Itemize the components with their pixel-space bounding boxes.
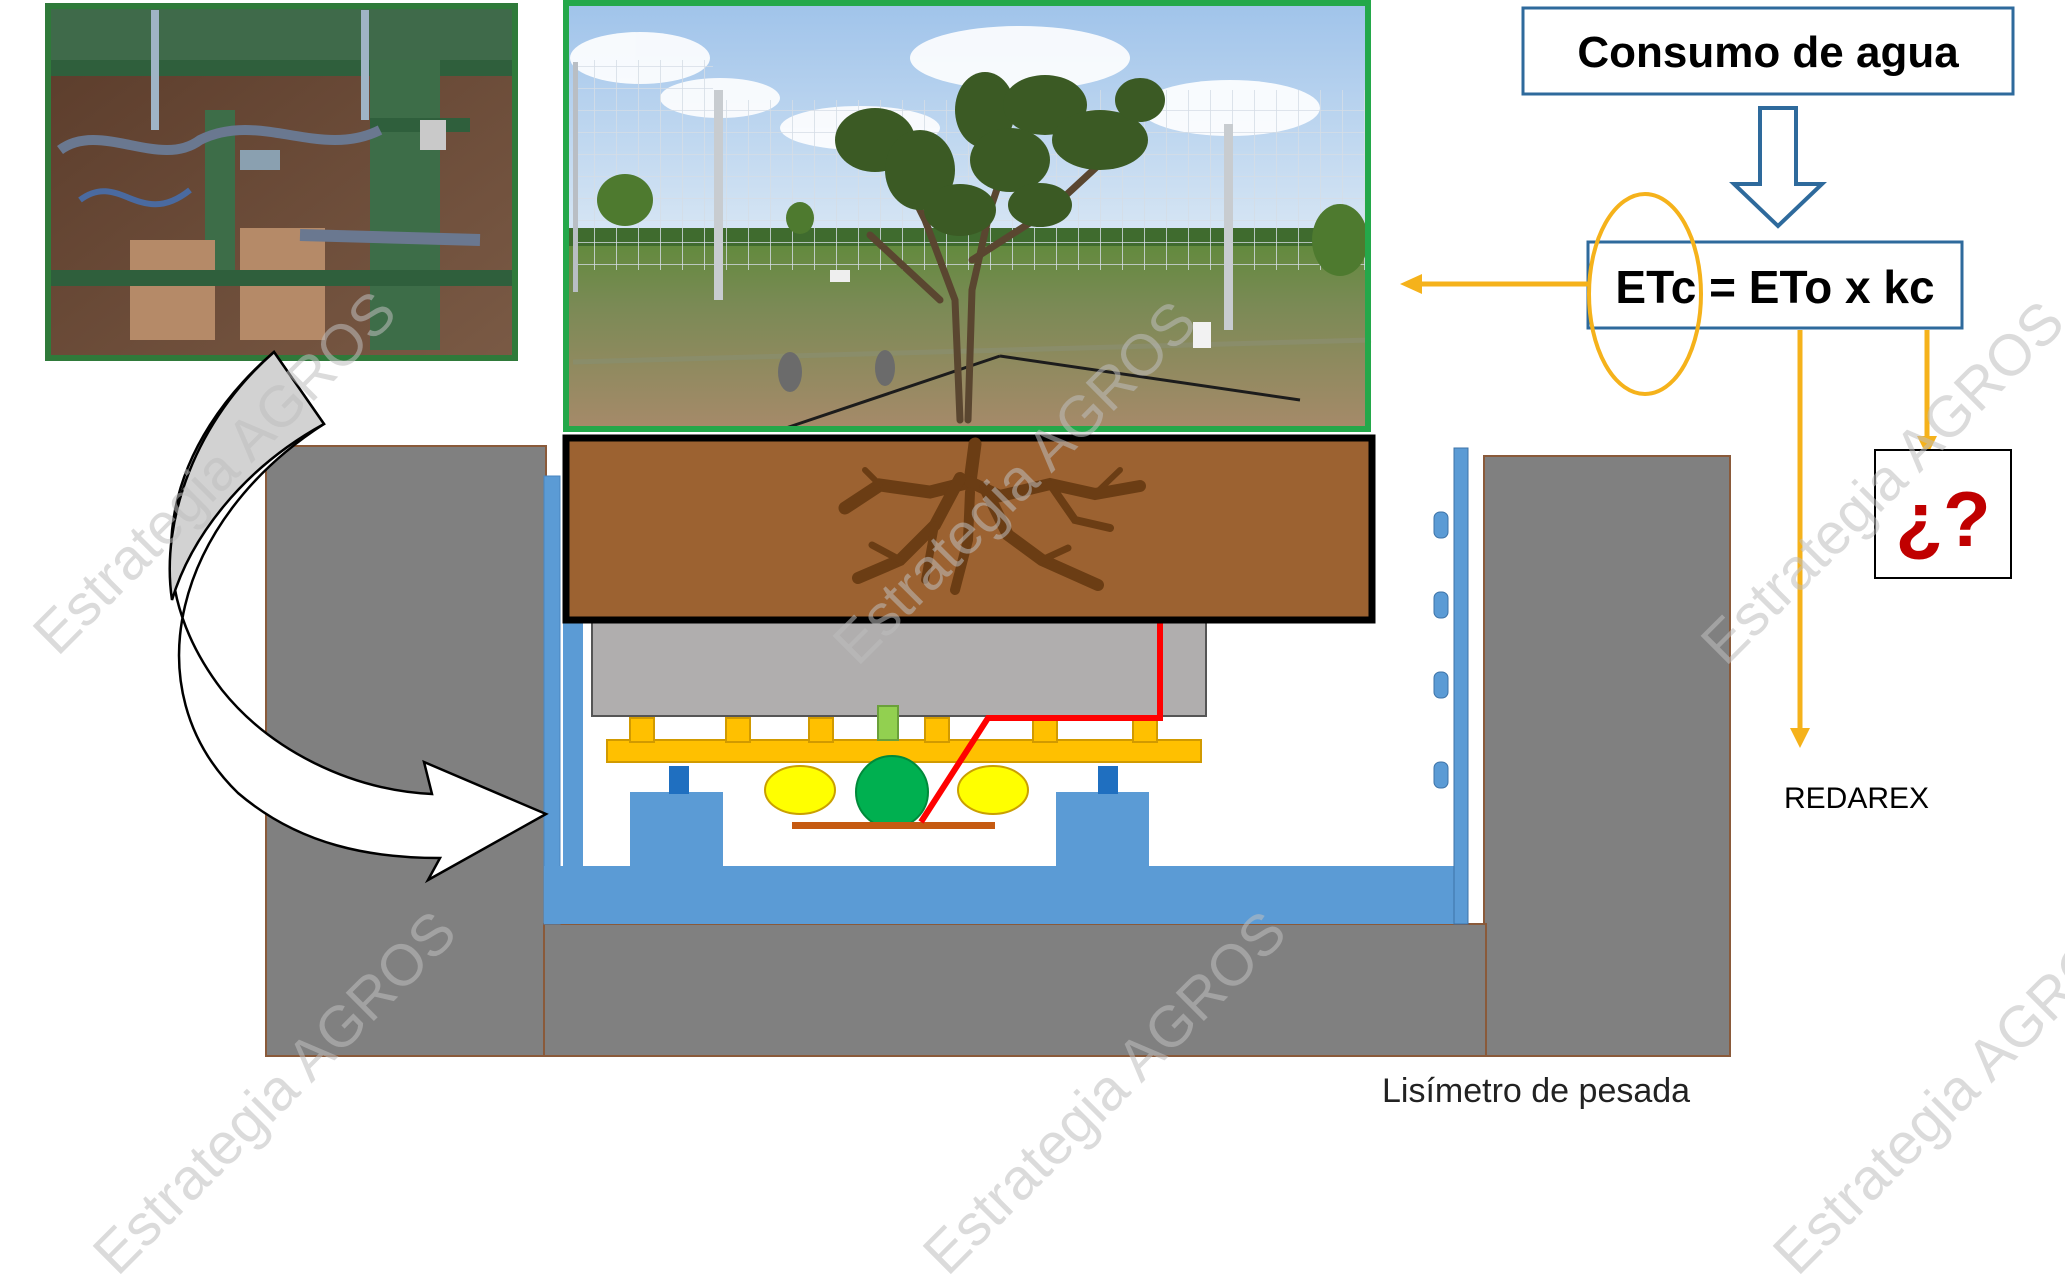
etc-highlight-ellipse — [1587, 192, 1703, 396]
formula-box: ETc = ETo x kc — [1586, 192, 1964, 396]
yellow-arrows — [1400, 274, 1937, 748]
down-arrow — [1729, 106, 1827, 229]
formula-text: ETc = ETo x kc — [1615, 261, 1934, 313]
question-mark: ¿? — [1895, 475, 1990, 563]
load-cells — [764, 755, 1029, 829]
title-box-text: Consumo de agua — [1577, 28, 1959, 77]
weighing-platform — [606, 705, 1202, 763]
lysimeter-equipment-photo — [45, 3, 518, 361]
soil-tank — [591, 621, 1207, 717]
drainage-cable — [918, 620, 1163, 824]
steel-frame — [543, 447, 1469, 925]
title-box: Consumo de agua — [1521, 6, 2015, 96]
lysimeter-diagram: Consumo de agua ETc = ETo x kc ¿? REDARE… — [21, 0, 2065, 1287]
redarex-label: REDAREX — [1784, 782, 1929, 815]
curved-arrow — [168, 350, 549, 884]
root-system — [838, 437, 1146, 595]
lysimeter-label: Lisímetro de pesada — [1382, 1072, 1690, 1110]
fig-tree-field-photo — [563, 0, 1372, 432]
frame-bolts — [1433, 511, 1449, 789]
question-box: ¿? — [1874, 449, 2012, 579]
